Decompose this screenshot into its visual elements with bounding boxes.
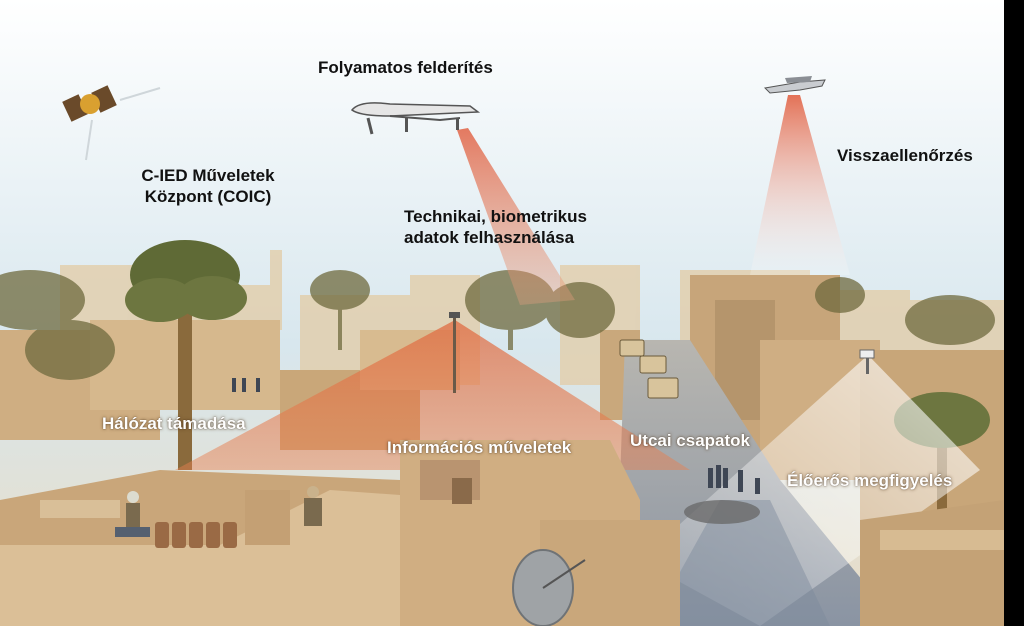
drone-sensor-beam [457,128,575,305]
ied-crater [684,500,760,524]
label-technical-line1: Technikai, biometrikus [404,207,587,226]
drone-icon [350,102,481,135]
antenna-mast [449,312,460,393]
label-coic: C-IED Műveletek Központ (COIC) [125,165,291,207]
info-ops-cone [175,320,690,470]
camera-icon [859,349,875,374]
label-technical: Technikai, biometrikus adatok felhasznál… [404,206,587,248]
aircraft-icon [763,76,826,94]
live-surveillance-cone [640,355,980,626]
satellite-dish-icon [512,549,586,626]
rooftop-soldiers [115,486,322,537]
label-coic-line1: C-IED Műveletek [141,166,275,185]
label-network-attack: Hálózat támadása [102,414,246,433]
aircraft-sensor-beam [750,95,850,275]
label-verification: Visszaellenőrzés [837,146,973,165]
street-troops-cone [650,500,830,626]
label-technical-line2: adatok felhasználása [404,228,575,247]
street-troop-figures [232,378,760,494]
label-street-troops: Utcai csapatok [630,431,750,450]
vehicles [619,339,679,399]
palm-tree-icon [0,270,995,380]
label-info-ops: Információs műveletek [387,438,572,457]
palm-tree-icon [125,240,247,470]
satellite-icon [62,85,161,161]
sandbags [155,522,237,548]
label-coic-line2: Központ (COIC) [144,187,272,206]
label-reconnaissance: Folyamatos felderítés [318,58,493,77]
right-edge-bar [1004,0,1024,626]
label-live-surveillance: Élőerős megfigyelés [787,471,953,490]
